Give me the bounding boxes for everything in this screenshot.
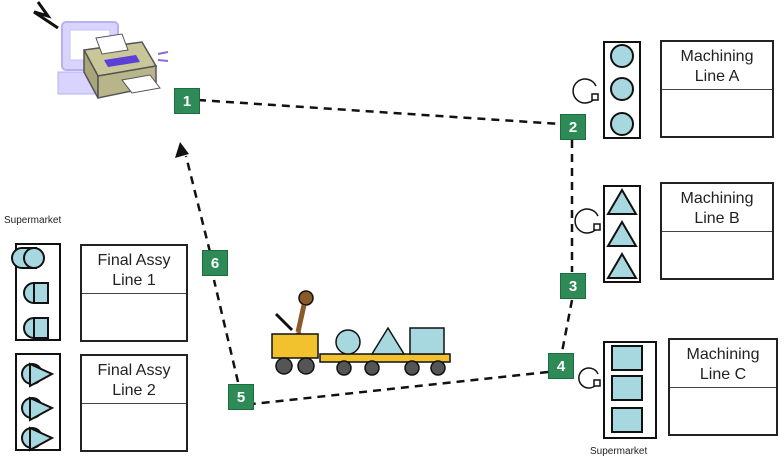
cycle-icon bbox=[572, 78, 599, 104]
cycle-icon bbox=[574, 208, 601, 234]
part-circle bbox=[610, 44, 634, 68]
final-assy-line-1: Final Assy Line 1 bbox=[80, 244, 188, 342]
supermarket-final-1 bbox=[11, 243, 61, 341]
step-badge-6: 6 bbox=[202, 250, 228, 276]
flow-line-1-2 bbox=[197, 98, 561, 126]
supermarket-c bbox=[603, 341, 657, 439]
part-circle bbox=[610, 112, 634, 136]
machining-line-b-label: Machining Line B bbox=[662, 184, 772, 232]
printer-icon bbox=[57, 21, 169, 99]
part-triangle bbox=[606, 252, 638, 279]
cycle-icon bbox=[578, 367, 601, 389]
flow-line-3-4 bbox=[560, 299, 574, 353]
part-square bbox=[611, 345, 643, 371]
step-badge-5: 5 bbox=[228, 384, 254, 410]
final-assy-line-2-label: Final Assy Line 2 bbox=[82, 356, 186, 404]
machining-line-c: Machining Line C bbox=[668, 338, 778, 436]
machining-line-a: Machining Line A bbox=[660, 40, 774, 138]
arrow-head-icon bbox=[175, 142, 189, 158]
final-assy-line-2: Final Assy Line 2 bbox=[80, 354, 188, 452]
supermarket-label-bottom-right: Supermarket bbox=[590, 446, 648, 457]
lightning-icon bbox=[33, 1, 59, 30]
flow-line-5-6 bbox=[212, 279, 240, 383]
part-circle bbox=[610, 77, 634, 101]
part-square bbox=[611, 407, 643, 433]
part-square bbox=[611, 375, 643, 401]
final-assy-line-1-label: Final Assy Line 1 bbox=[82, 246, 186, 294]
supermarket-a bbox=[603, 41, 641, 139]
part-triangle bbox=[606, 220, 638, 247]
step-badge-4: 4 bbox=[548, 353, 574, 379]
supermarket-final-2 bbox=[15, 353, 61, 452]
step-badge-2: 2 bbox=[560, 114, 586, 140]
machining-line-a-label: Machining Line A bbox=[662, 42, 772, 90]
step-badge-1: 1 bbox=[174, 88, 200, 114]
flow-line-6-1 bbox=[184, 155, 212, 253]
supermarket-b bbox=[603, 185, 641, 283]
tugger-train-icon bbox=[271, 290, 451, 376]
machining-line-b: Machining Line B bbox=[660, 182, 774, 280]
supermarket-label-left: Supermarket bbox=[4, 215, 62, 226]
flow-line-4-5 bbox=[251, 370, 549, 406]
machining-line-c-label: Machining Line C bbox=[670, 340, 776, 388]
part-triangle bbox=[606, 188, 638, 215]
step-badge-3: 3 bbox=[560, 273, 586, 299]
